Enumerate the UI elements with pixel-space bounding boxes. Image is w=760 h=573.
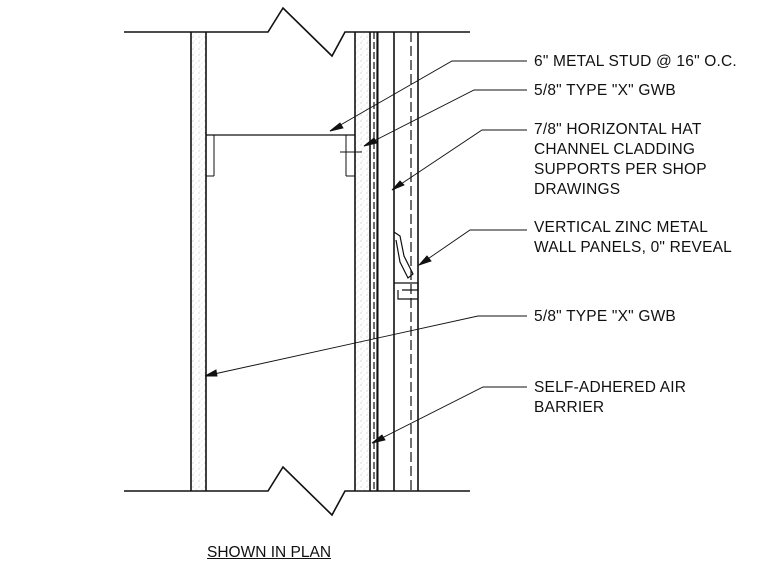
callout-text: 7/8" HORIZONTAL HAT (534, 121, 702, 138)
callout-gwb-interior: 5/8" TYPE "X" GWB (534, 307, 676, 327)
interior-gwb (190, 32, 207, 491)
callout-text: DRAWINGS (534, 181, 621, 198)
zinc-metal-panel (410, 32, 419, 491)
callout-text: WALL PANELS, 0" REVEAL (534, 239, 732, 256)
panel-joint-clip (393, 231, 419, 300)
exterior-gwb (354, 32, 371, 491)
callout-metal-stud: 6" METAL STUD @ 16" O.C. (534, 52, 737, 72)
callout-text: 5/8" TYPE "X" GWB (534, 82, 676, 99)
callout-text: SELF-ADHERED AIR (534, 379, 687, 396)
callout-text: SUPPORTS PER SHOP (534, 161, 707, 178)
callout-zinc-panels: VERTICAL ZINC METAL WALL PANELS, 0" REVE… (534, 218, 732, 258)
callout-air-barrier: SELF-ADHERED AIR BARRIER (534, 378, 686, 418)
callout-gwb-exterior: 5/8" TYPE "X" GWB (534, 81, 676, 101)
metal-stud (206, 134, 362, 177)
leader-lines (204, 60, 527, 444)
callout-text: CHANNEL CLADDING (534, 141, 696, 158)
callout-hat-channel: 7/8" HORIZONTAL HAT CHANNEL CLADDING SUP… (534, 120, 707, 200)
callout-text: BARRIER (534, 399, 605, 416)
drawing-caption: SHOWN IN PLAN (207, 544, 332, 561)
hat-channel (377, 32, 395, 491)
callout-text: VERTICAL ZINC METAL (534, 219, 709, 236)
callout-text: 6" METAL STUD @ 16" O.C. (534, 53, 737, 70)
callout-text: 5/8" TYPE "X" GWB (534, 308, 676, 325)
